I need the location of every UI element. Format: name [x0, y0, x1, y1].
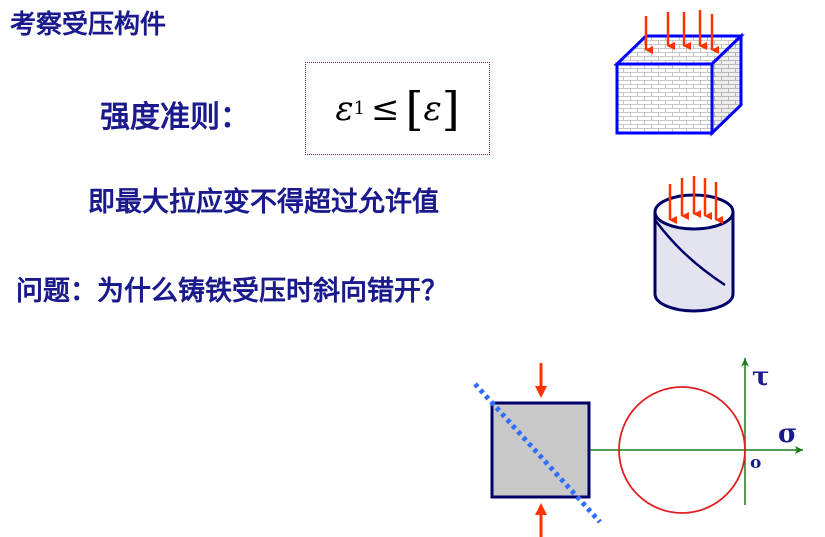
origin-label: o: [750, 453, 761, 473]
sigma-label: σ: [778, 419, 797, 449]
fracture-plane-line: [473, 382, 602, 524]
mohr-circle: [618, 386, 746, 514]
cube-load-arrows: [644, 10, 719, 54]
stress-element: [490, 401, 591, 499]
mohr-circle-diagram: [590, 358, 803, 514]
criterion-meaning: 即最大拉应变不得超过允许值: [88, 187, 439, 218]
relation-sign: ≤: [371, 88, 400, 129]
slide-title: 考察受压构件: [10, 10, 167, 40]
compression-arrows: [535, 363, 547, 537]
allowable-strain: ε: [423, 88, 442, 129]
tau-label: τ: [752, 362, 770, 392]
brick-cube-icon: [613, 32, 745, 137]
strain-symbol: ε: [335, 88, 354, 129]
bracket-open: [: [405, 81, 424, 136]
cylinder-load-arrows: [668, 176, 723, 224]
question-text: 问题：为什么铸铁受压时斜向错开？: [16, 276, 448, 307]
bracket-close: ]: [441, 81, 460, 136]
strength-criterion-label: 强度准则：: [100, 100, 250, 135]
strain-subscript: 1: [353, 98, 366, 119]
